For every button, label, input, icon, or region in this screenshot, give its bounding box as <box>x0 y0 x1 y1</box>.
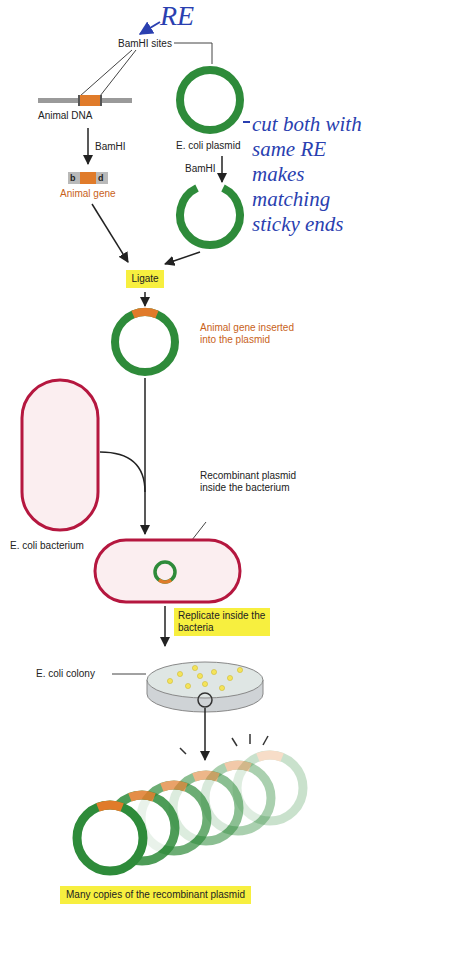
process-arrow <box>164 606 166 646</box>
burst-tick <box>180 734 268 754</box>
selection-circle <box>198 693 212 707</box>
process-arrow <box>165 252 200 264</box>
label: d <box>98 172 104 184</box>
colony-dot <box>185 683 190 688</box>
label: BamHI <box>95 141 126 153</box>
leader-line <box>174 43 212 64</box>
gene-insert <box>159 580 171 582</box>
process-arrow <box>144 378 146 534</box>
dna-strand <box>100 95 102 106</box>
recombinant-plasmid <box>115 312 175 372</box>
handwritten-note: cut both with same RE makes matching sti… <box>252 112 364 237</box>
leader-line <box>112 674 146 675</box>
process-arrow <box>221 156 223 182</box>
process-arrow <box>92 204 200 306</box>
leader-line <box>80 43 212 96</box>
cut-plasmid <box>180 188 240 245</box>
plasmid <box>180 70 240 130</box>
highlight-note: Replicate inside the bacteria <box>174 608 270 636</box>
label: BamHI sites <box>118 38 172 50</box>
annotation-stroke <box>243 121 250 123</box>
colony-dot <box>197 673 202 678</box>
process-arrow <box>88 128 222 182</box>
plasmid-copy <box>258 755 282 757</box>
dna-strand <box>38 95 132 106</box>
colony-dot <box>192 665 197 670</box>
plasmid-copy <box>77 805 143 871</box>
process-arrow <box>100 378 145 534</box>
bacterium <box>22 380 98 530</box>
colony-dot <box>219 685 224 690</box>
colony-dot <box>227 675 232 680</box>
label: b <box>70 172 76 184</box>
plasmid-copy <box>77 805 143 871</box>
gene-fragment <box>68 172 108 184</box>
label: E. coli plasmid <box>176 140 240 152</box>
process-arrow <box>204 708 206 760</box>
gene-fragment <box>96 172 108 184</box>
label: Animal gene inserted into the plasmid <box>200 322 298 346</box>
node-text: Ligate <box>131 273 158 285</box>
process-box: Ligate <box>126 270 163 288</box>
plasmid-copy <box>226 765 250 767</box>
label: Recombinant plasmid inside the bacterium <box>200 470 300 494</box>
burst-tick <box>249 734 251 744</box>
plasmid-copy <box>98 805 122 807</box>
annotation-stroke <box>140 22 160 34</box>
node-text: Replicate inside the bacteria <box>178 610 266 634</box>
leader-line <box>100 50 136 96</box>
handwritten-note: RE <box>160 0 194 32</box>
dna-strand <box>80 95 100 106</box>
dna-strand <box>78 95 80 106</box>
plasmid-copy <box>162 785 186 787</box>
colony-dot <box>177 671 182 676</box>
burst-tick <box>232 738 237 746</box>
process-arrow <box>92 204 128 262</box>
burst-tick <box>180 748 186 754</box>
gene-fragment <box>80 172 96 184</box>
label: Animal DNA <box>38 110 92 122</box>
burst-tick <box>263 736 268 745</box>
process-arrow <box>100 452 145 492</box>
node-text: Many copies of the recombinant plasmid <box>66 889 245 901</box>
colony-dot <box>167 678 172 683</box>
plasmid-copy <box>77 755 303 871</box>
colony-dot <box>211 669 216 674</box>
petri-dish <box>147 662 263 712</box>
colony-dot <box>167 665 242 690</box>
process-arrow <box>144 292 146 306</box>
process-arrow <box>87 128 89 164</box>
label: Animal gene <box>60 188 116 200</box>
highlight-note: Many copies of the recombinant plasmid <box>60 886 251 904</box>
plasmid <box>155 562 175 582</box>
plasmid-copy <box>194 775 218 777</box>
label: E. coli bacterium <box>10 540 94 552</box>
label: E. coli colony <box>36 668 95 680</box>
label: BamHI <box>185 163 216 175</box>
plasmid-copy <box>130 795 154 797</box>
colony-dot <box>202 681 207 686</box>
bacterium <box>95 540 240 602</box>
colony-dot <box>237 667 242 672</box>
gene-fragment <box>68 172 80 184</box>
gene-insert <box>133 312 157 315</box>
